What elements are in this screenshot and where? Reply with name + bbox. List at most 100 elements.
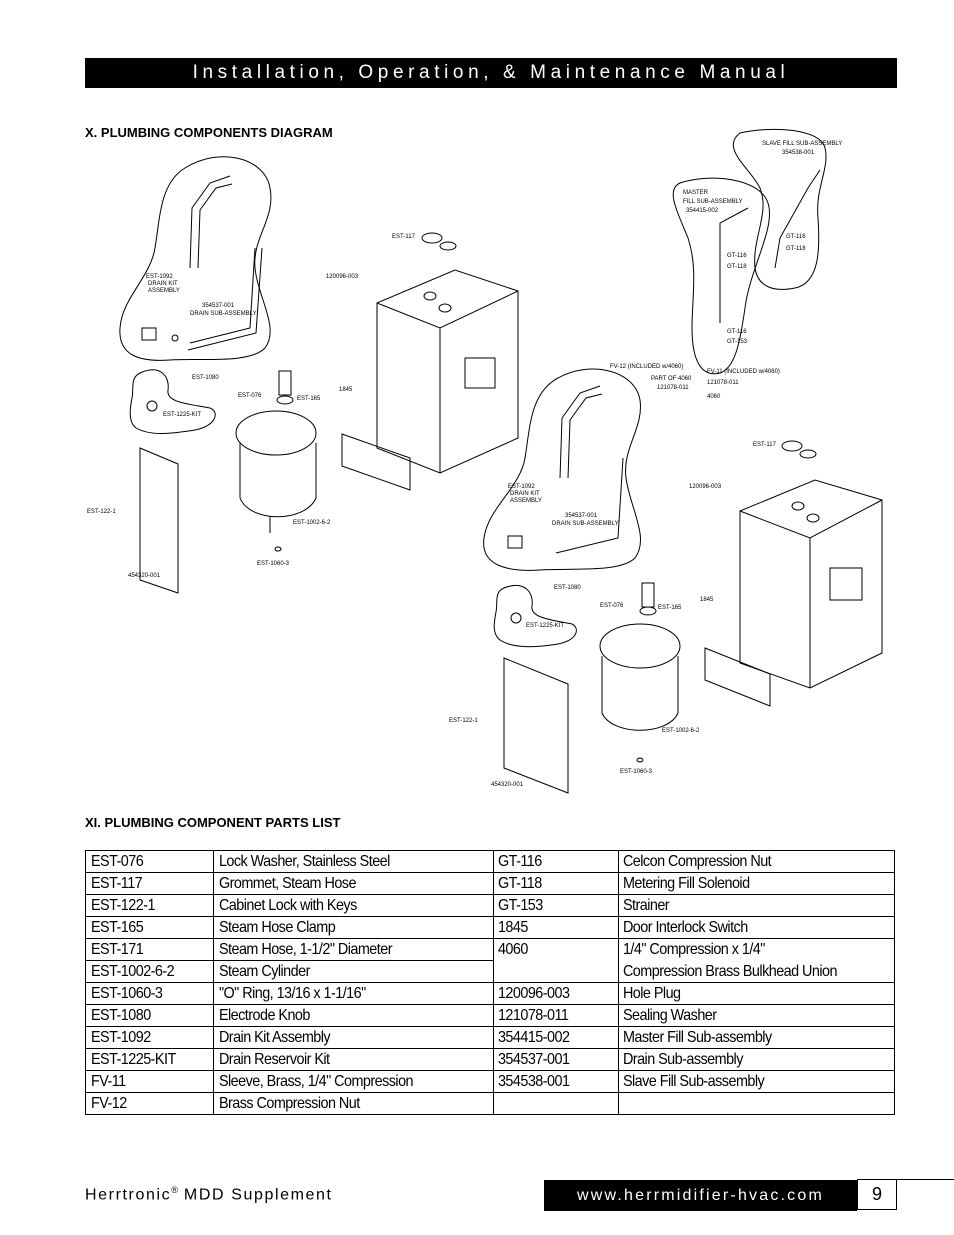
label-est10026-b: EST-1002-6-2 [662,728,700,734]
label-4060: 4060 [707,394,721,400]
table-row: EST-1060-3 "O" Ring, 13/16 x 1-1/16" 120… [85,982,895,1005]
label-master-fill-1: MASTER [683,190,709,196]
part-number [492,1092,607,1115]
cabinet-frame-b [739,479,883,689]
label-slave-fill-2: 354538-001 [782,150,815,156]
label-gt116-c: GT-116 [727,329,747,335]
cylinder-top-b [599,623,681,669]
footer-rule [897,1179,954,1180]
label-1845-b: 1845 [700,597,714,603]
cabinet-hole-a2 [438,303,452,313]
part-description: Drain Kit Assembly [213,1026,466,1049]
o-ring-b [636,757,644,763]
cylinder-body-a [239,443,317,518]
slave-fill-tube [774,169,821,269]
cabinet-vent-b [829,567,863,601]
table-row: EST-1092 Drain Kit Assembly 354415-002 M… [85,1026,895,1049]
part-description: "O" Ring, 13/16 x 1-1/16" [213,982,466,1005]
part-description: Lock Washer, Stainless Steel [213,850,466,873]
part-description: Strainer [617,894,868,917]
part-number: FV-12 [85,1092,202,1115]
label-454320-a: 454320-001 [128,573,161,579]
cabinet-vent-a [464,357,496,389]
label-slave-fill-1: SLAVE FILL SUB-ASSEMBLY [762,141,842,147]
part-number: 121078-011 [492,1004,607,1027]
label-est1092-b3: ASSEMBLY [510,498,542,504]
manual-title: Installation, Operation, & Maintenance M… [192,62,790,83]
label-est165-b: EST-165 [658,605,682,611]
cabinet-hole-a1 [423,291,437,301]
table-row: FV-12 Brass Compression Nut [85,1092,895,1115]
cylinder-top-a [235,410,317,456]
label-part-of-4060: PART OF 4060 [651,376,692,382]
steam-hose-b [641,582,655,608]
cylinder-body-b [601,656,679,731]
label-354537-a2: DRAIN SUB-ASSEMBLY [190,311,257,317]
hose-clamp-b [639,606,657,616]
footer-supplement-title: Herrtronic® MDD Supplement [85,1185,333,1204]
part-number: FV-11 [85,1070,202,1093]
table-row: EST-122-1 Cabinet Lock with Keys GT-153 … [85,894,895,917]
label-est1221-a: EST-122-1 [87,509,116,515]
part-description: Hole Plug [617,982,868,1005]
part-number: 354537-001 [492,1048,607,1071]
drain-kit-outline-b [483,368,641,571]
part-number: GT-116 [492,850,607,873]
label-est1092-a1: EST-1092 [146,274,173,280]
table-row: FV-11 Sleeve, Brass, 1/4" Compression 35… [85,1070,895,1093]
reservoir-outline-a [129,369,216,434]
label-est076-b: EST-076 [600,603,624,609]
part-number: GT-118 [492,872,607,895]
footer-url-bar: www.herrmidifier-hvac.com [544,1180,857,1211]
part-description: Grommet, Steam Hose [213,872,466,895]
label-121078-a: 121078-011 [657,385,689,391]
label-est1080-b: EST-1080 [554,585,581,591]
label-est10603-b: EST-1060-3 [620,769,653,775]
part-description: Brass Compression Nut [213,1092,466,1115]
reservoir-port-a [146,400,158,412]
table-row: EST-165 Steam Hose Clamp 1845 Door Inter… [85,916,895,939]
drain-valve-a [141,327,157,341]
cabinet-door-a [139,447,179,594]
label-120096-a: 120096-003 [326,274,359,280]
parts-section-title: XI. PLUMBING COMPONENT PARTS LIST [85,815,341,830]
part-number: 354415-002 [492,1026,607,1049]
steam-hose-a [278,370,292,396]
label-est165-a: EST-165 [297,396,321,402]
grommet-a2 [439,241,457,251]
cabinet-hole-b1 [791,501,805,511]
part-number: EST-1002-6-2 [85,960,202,983]
table-row: EST-1225-KIT Drain Reservoir Kit 354537-… [85,1048,895,1071]
label-est1092-b2: DRAIN KIT [510,491,540,497]
label-est1225-a: EST-1225-KIT [163,412,201,418]
door-panel-b [704,647,771,707]
drain-hose-b2 [567,393,603,479]
o-ring-a [274,546,282,552]
website-url: www.herrmidifier-hvac.com [576,1186,825,1204]
drain-kit-outline-a [119,156,272,361]
part-number: EST-171 [85,938,202,961]
part-number: EST-165 [85,916,202,939]
master-fill-outline [672,177,770,375]
part-description: Steam Cylinder [213,960,466,983]
part-number: EST-1225-KIT [85,1048,202,1071]
label-est117-b: EST-117 [753,442,777,448]
part-number: 4060 [492,938,607,983]
part-number: GT-153 [492,894,607,917]
label-est1225-b: EST-1225-KIT [526,623,564,629]
part-description: Compression Brass Bulkhead Union [617,960,868,983]
label-gt116-b: GT-116 [727,253,747,259]
grommet-b2 [799,449,817,459]
label-121078-b: 121078-011 [707,380,739,386]
part-description: Master Fill Sub-assembly [617,1026,868,1049]
hose-clamp-a [276,395,294,405]
drain-hose-a3 [189,247,256,344]
table-row: EST-076 Lock Washer, Stainless Steel GT-… [85,850,895,873]
cabinet-door-b [503,657,569,794]
part-description: 1/4" Compression x 1/4" [617,938,868,961]
part-number: 354538-001 [492,1070,607,1093]
label-est10026-a: EST-1002-6-2 [293,520,331,526]
part-description: Electrode Knob [213,1004,466,1027]
label-est1080-a: EST-1080 [192,375,219,381]
label-1845-a: 1845 [339,387,353,393]
